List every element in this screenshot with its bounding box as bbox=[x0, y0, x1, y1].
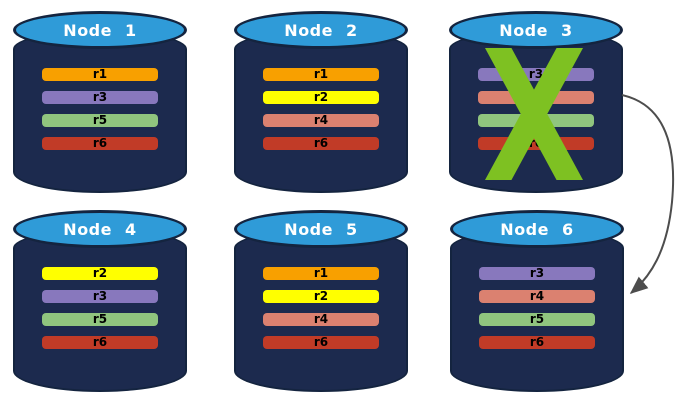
cylinder-top: Node 1 bbox=[13, 11, 187, 49]
replica-list: r3 r4 r5 r6 bbox=[450, 267, 624, 349]
replica-bar: r6 bbox=[42, 137, 158, 150]
node-2-cylinder: Node 2 r1 r2 r4 r6 bbox=[234, 11, 408, 193]
cylinder-top: Node 4 bbox=[13, 210, 187, 248]
cylinder-top: Node 5 bbox=[234, 210, 408, 248]
replica-bar: r2 bbox=[263, 290, 379, 303]
replica-label: r6 bbox=[92, 335, 108, 349]
replica-bar: r2 bbox=[42, 267, 158, 280]
replica-bar: r1 bbox=[263, 267, 379, 280]
replica-list: r2 r3 r5 r6 bbox=[13, 267, 187, 349]
replica-bar: r6 bbox=[263, 336, 379, 349]
replica-list: r1 r2 r4 r6 bbox=[234, 68, 408, 150]
node-title: Node 6 bbox=[500, 219, 574, 239]
cylinder-body bbox=[450, 229, 624, 392]
replica-label: r1 bbox=[313, 266, 329, 280]
replica-bar: r5 bbox=[479, 313, 595, 326]
replica-label: r2 bbox=[92, 266, 108, 280]
replica-label: r3 bbox=[529, 266, 545, 280]
cylinder-top: Node 3 bbox=[449, 11, 623, 49]
replica-bar: r1 bbox=[42, 68, 158, 81]
replica-label: r4 bbox=[313, 113, 329, 127]
replica-bar: r3 bbox=[479, 267, 595, 280]
replica-label: r3 bbox=[92, 90, 108, 104]
node-5-cylinder: Node 5 r1 r2 r4 r6 bbox=[234, 210, 408, 392]
replica-bar: r6 bbox=[42, 336, 158, 349]
replica-label: r4 bbox=[313, 312, 329, 326]
replica-label: r6 bbox=[313, 335, 329, 349]
replica-label: r2 bbox=[313, 90, 329, 104]
replica-bar: r3 bbox=[42, 91, 158, 104]
replica-label: r6 bbox=[92, 136, 108, 150]
replica-bar: r6 bbox=[263, 137, 379, 150]
replica-label: r5 bbox=[529, 312, 545, 326]
node-6-cylinder: Node 6 r3 r4 r5 r6 bbox=[450, 210, 624, 392]
replica-label: r6 bbox=[529, 335, 545, 349]
replica-label: r3 bbox=[528, 67, 544, 81]
replica-bar: r6 bbox=[479, 336, 595, 349]
node-4-cylinder: Node 4 r2 r3 r5 r6 bbox=[13, 210, 187, 392]
node-1-cylinder: Node 1 r1 r3 r5 r6 bbox=[13, 11, 187, 193]
cylinder-top: Node 6 bbox=[450, 210, 624, 248]
replica-bar: r4 bbox=[263, 114, 379, 127]
cylinder-body bbox=[13, 229, 187, 392]
replica-label: r3 bbox=[92, 289, 108, 303]
replica-bar: r5 bbox=[42, 114, 158, 127]
node-title: Node 2 bbox=[284, 20, 358, 40]
node-title: Node 3 bbox=[499, 20, 573, 40]
replica-label: r1 bbox=[313, 67, 329, 81]
replica-label: r6 bbox=[313, 136, 329, 150]
replica-label: r5 bbox=[92, 312, 108, 326]
node-title: Node 1 bbox=[63, 20, 137, 40]
replica-bar: r2 bbox=[263, 91, 379, 104]
cylinder-body bbox=[234, 229, 408, 392]
replica-list: r1 r2 r4 r6 bbox=[234, 267, 408, 349]
replica-label: r2 bbox=[313, 289, 329, 303]
replica-label: r5 bbox=[92, 113, 108, 127]
replica-list: r1 r3 r5 r6 bbox=[13, 68, 187, 150]
replica-bar: r4 bbox=[479, 290, 595, 303]
cylinder-body bbox=[234, 30, 408, 193]
failure-x-icon bbox=[485, 48, 583, 180]
replica-label: r4 bbox=[529, 289, 545, 303]
node-title: Node 4 bbox=[63, 219, 137, 239]
replica-bar: r4 bbox=[263, 313, 379, 326]
replica-bar: r5 bbox=[42, 313, 158, 326]
cylinder-top: Node 2 bbox=[234, 11, 408, 49]
replica-label: r1 bbox=[92, 67, 108, 81]
node-title: Node 5 bbox=[284, 219, 358, 239]
replica-bar: r1 bbox=[263, 68, 379, 81]
replica-bar: r3 bbox=[42, 290, 158, 303]
